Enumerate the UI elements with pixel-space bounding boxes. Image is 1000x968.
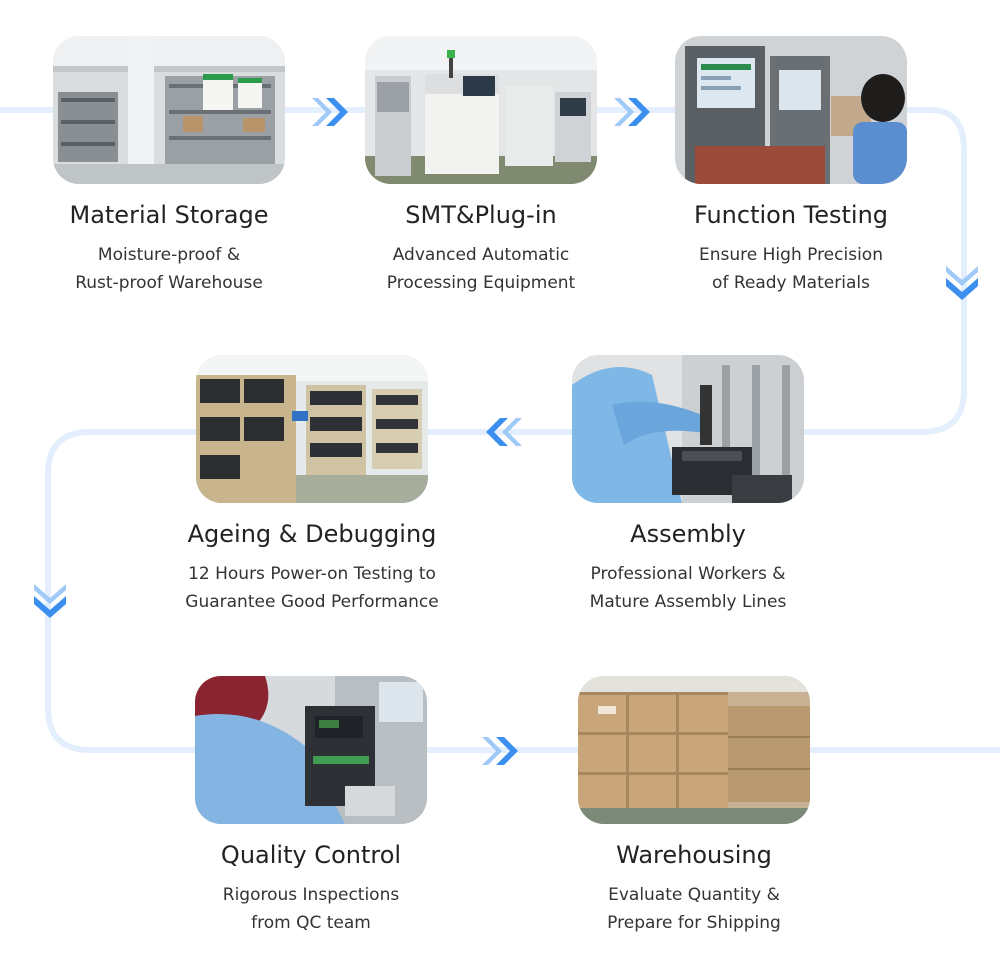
- chevron-down-icon: [30, 580, 70, 620]
- step-title: Warehousing: [616, 841, 772, 869]
- step-description: Ensure High Precision of Ready Materials: [641, 241, 941, 297]
- step-description-line: of Ready Materials: [712, 273, 870, 293]
- chevron-down-icon: [942, 262, 982, 302]
- step-title: Ageing & Debugging: [187, 520, 437, 548]
- quality-control-photo: [195, 676, 427, 824]
- step-title: Function Testing: [693, 201, 889, 229]
- step-assembly: Assembly Professional Workers & Mature A…: [538, 355, 838, 616]
- step-description-line: Rigorous Inspections: [222, 885, 400, 905]
- chevron-right-icon: [480, 731, 520, 771]
- step-description-line: Professional Workers &: [590, 564, 786, 584]
- step-description-line: Guarantee Good Performance: [185, 592, 439, 612]
- step-description-line: Processing Equipment: [386, 273, 576, 293]
- step-material-storage: Material Storage Moisture-proof & Rust-p…: [19, 36, 319, 297]
- material-storage-photo: [53, 36, 285, 184]
- ageing-debugging-photo: [196, 355, 428, 503]
- function-testing-photo: [675, 36, 907, 184]
- step-description-line: 12 Hours Power-on Testing to: [188, 564, 436, 584]
- smt-plug-in-photo: [365, 36, 597, 184]
- chevron-right-icon: [310, 92, 350, 132]
- step-description-line: from QC team: [251, 913, 371, 933]
- step-description: Evaluate Quantity & Prepare for Shipping: [544, 881, 844, 937]
- step-description-line: Mature Assembly Lines: [589, 592, 787, 612]
- step-description-line: Evaluate Quantity &: [608, 885, 780, 905]
- step-function-testing: Function Testing Ensure High Precision o…: [641, 36, 941, 297]
- step-description-line: Ensure High Precision: [699, 245, 883, 265]
- step-description-line: Moisture-proof &: [97, 245, 241, 265]
- step-description: Moisture-proof & Rust-proof Warehouse: [19, 241, 319, 297]
- step-description-line: Advanced Automatic: [392, 245, 570, 265]
- step-description: Advanced Automatic Processing Equipment: [331, 241, 631, 297]
- step-description: 12 Hours Power-on Testing to Guarantee G…: [162, 560, 462, 616]
- step-title: Material Storage: [69, 201, 269, 229]
- step-description: Rigorous Inspections from QC team: [161, 881, 461, 937]
- step-description-line: Prepare for Shipping: [607, 913, 781, 933]
- chevron-right-icon: [612, 92, 652, 132]
- assembly-photo: [572, 355, 804, 503]
- warehousing-photo: [578, 676, 810, 824]
- chevron-left-icon: [484, 412, 524, 452]
- step-description-line: Rust-proof Warehouse: [75, 273, 263, 293]
- step-title: Quality Control: [220, 841, 402, 869]
- step-ageing-debugging: Ageing & Debugging 12 Hours Power-on Tes…: [162, 355, 462, 616]
- step-title: Assembly: [630, 520, 746, 548]
- step-description: Professional Workers & Mature Assembly L…: [538, 560, 838, 616]
- step-title: SMT&Plug-in: [405, 201, 557, 229]
- step-smt-plug-in: SMT&Plug-in Advanced Automatic Processin…: [331, 36, 631, 297]
- step-warehousing: Warehousing Evaluate Quantity & Prepare …: [544, 676, 844, 937]
- step-quality-control: Quality Control Rigorous Inspections fro…: [161, 676, 461, 937]
